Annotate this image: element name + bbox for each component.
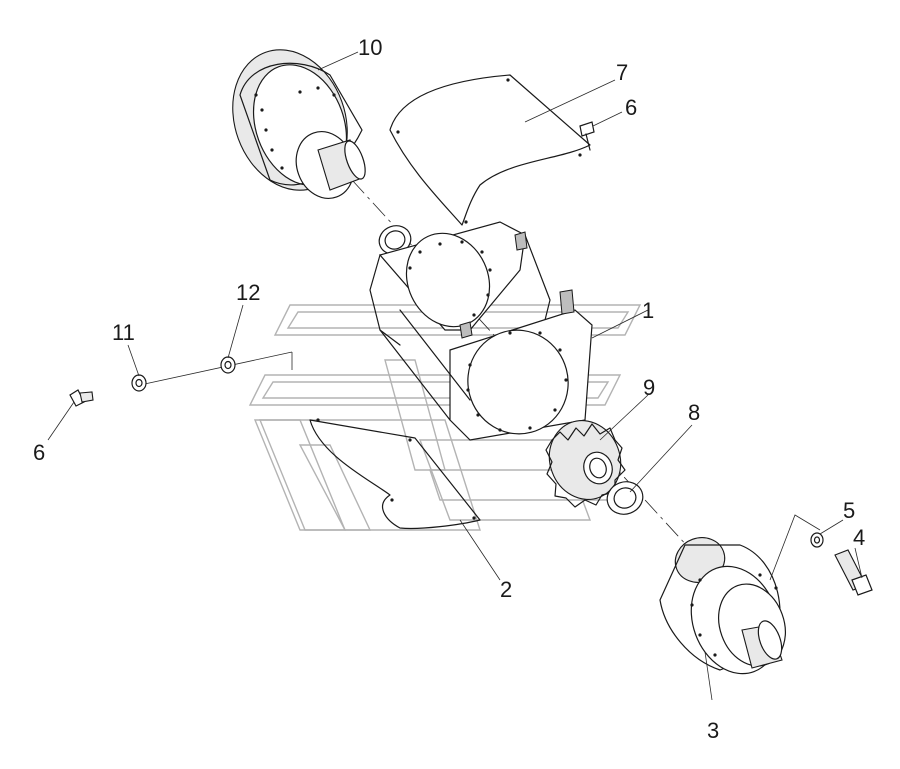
callout-10: 10: [358, 35, 382, 60]
part-12-washer: [220, 356, 236, 374]
callout-1: 1: [642, 298, 654, 323]
part-1-main-housing: [369, 221, 593, 441]
part-7-cover-plate: [389, 74, 591, 226]
leader-lines: [47, 51, 863, 701]
callout-8: 8: [688, 400, 700, 425]
callout-3: 3: [707, 718, 719, 743]
part-5-washer: [810, 532, 824, 548]
callout-2: 2: [500, 577, 512, 602]
callout-7: 7: [616, 60, 628, 85]
callout-12: 12: [236, 280, 260, 305]
part-2-lower-cover: [309, 418, 481, 530]
callout-5: 5: [843, 498, 855, 523]
callout-6-upper: 6: [625, 95, 637, 120]
callout-11: 11: [112, 320, 135, 345]
callout-4: 4: [853, 525, 865, 550]
callout-6-lower: 6: [33, 440, 45, 465]
part-8-bearing-ring: [606, 481, 644, 515]
bearing-ring-upper: [378, 225, 412, 255]
part-6-screw-upper: [579, 121, 595, 151]
callout-labels: 10 7 6 12 11 6 1 9 8 5 4 2 3: [33, 35, 865, 743]
part-4-bolt: [834, 549, 873, 596]
callout-9: 9: [643, 375, 655, 400]
part-10-drive-hub: [232, 49, 366, 199]
part-9-sprocket: [545, 420, 626, 508]
part-6-screw-lower: [69, 389, 94, 407]
part-11-washer: [131, 374, 147, 392]
part-3-drive-motor: [659, 537, 786, 675]
